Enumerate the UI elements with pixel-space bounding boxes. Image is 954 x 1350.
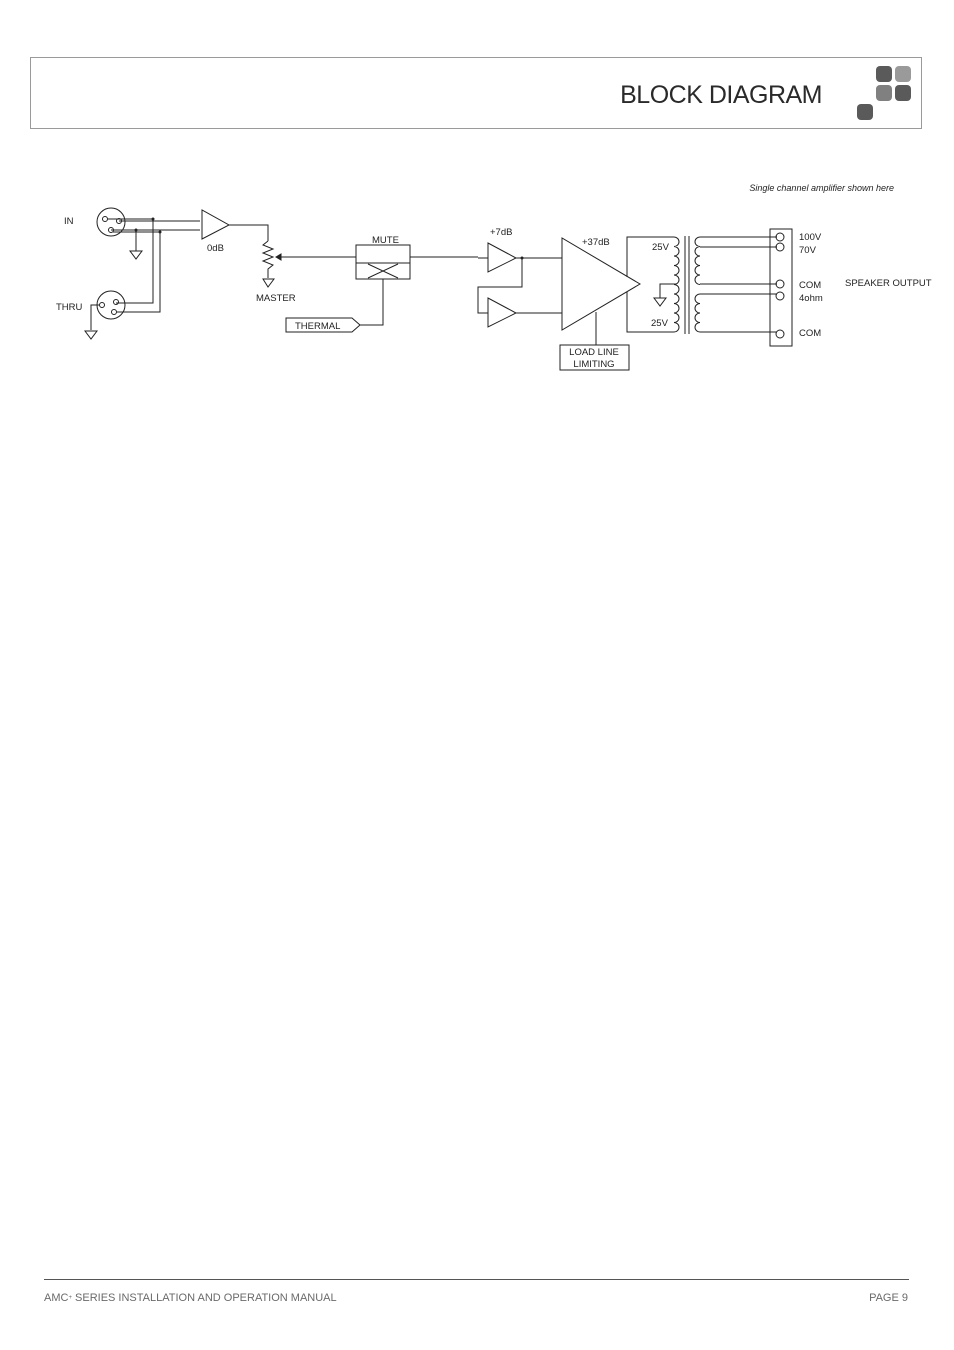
footer-manual-title: AMC+ SERIES INSTALLATION AND OPERATION M…	[44, 1292, 337, 1304]
gain-7db-lower	[487, 297, 518, 328]
label-thermal: THERMAL	[295, 321, 340, 332]
thermal-tag	[285, 317, 361, 333]
secondary-coil-upper	[694, 236, 701, 285]
label-0db: 0dB	[207, 243, 224, 254]
logo-square-1	[876, 66, 892, 82]
mute-block	[355, 244, 411, 280]
label-speaker-output: SPEAKER OUTPUT	[845, 278, 932, 289]
buffer-0db	[201, 209, 231, 240]
logo-square-5	[857, 104, 873, 120]
terminal-strip	[769, 228, 793, 347]
label-in: IN	[64, 216, 74, 227]
diagram-note: Single channel amplifier shown here	[749, 183, 894, 193]
secondary-coil-lower	[694, 293, 701, 333]
label-limiting: LIMITING	[573, 359, 614, 370]
gain-7db-upper	[487, 242, 518, 273]
block-diagram: Single channel amplifier shown here IN T…	[56, 183, 932, 371]
master-potentiometer	[261, 240, 275, 278]
label-37db: +37dB	[582, 237, 610, 248]
label-com-2: COM	[799, 328, 821, 339]
terminal-4ohm	[775, 291, 785, 301]
label-thru: THRU	[56, 302, 83, 313]
terminal-com-2	[775, 329, 785, 339]
thru-connector	[96, 290, 126, 320]
terminal-70v	[775, 242, 785, 252]
power-amp-37db	[561, 237, 641, 331]
label-com-1: COM	[799, 280, 821, 291]
page-title: BLOCK DIAGRAM	[620, 81, 822, 109]
terminal-com-1	[775, 279, 785, 289]
label-100v: 100V	[799, 232, 822, 243]
label-4ohm: 4ohm	[799, 293, 823, 304]
label-70v: 70V	[799, 245, 817, 256]
label-25v-bottom: 25V	[651, 318, 669, 329]
logo-square-2	[895, 66, 911, 82]
logo-square-3	[876, 85, 892, 101]
in-connector	[96, 207, 126, 237]
load-line-limiting-box	[559, 344, 630, 371]
label-7db: +7dB	[490, 227, 512, 238]
terminal-100v	[775, 232, 785, 242]
logo-square-4	[895, 85, 911, 101]
label-25v-top: 25V	[652, 242, 670, 253]
footer-rule	[44, 1279, 909, 1280]
label-mute: MUTE	[372, 235, 399, 246]
brand-logo	[857, 66, 911, 120]
label-master: MASTER	[256, 293, 296, 304]
footer-page-number: PAGE 9	[869, 1292, 908, 1304]
header-box	[30, 57, 922, 129]
label-load-line: LOAD LINE	[569, 347, 619, 358]
